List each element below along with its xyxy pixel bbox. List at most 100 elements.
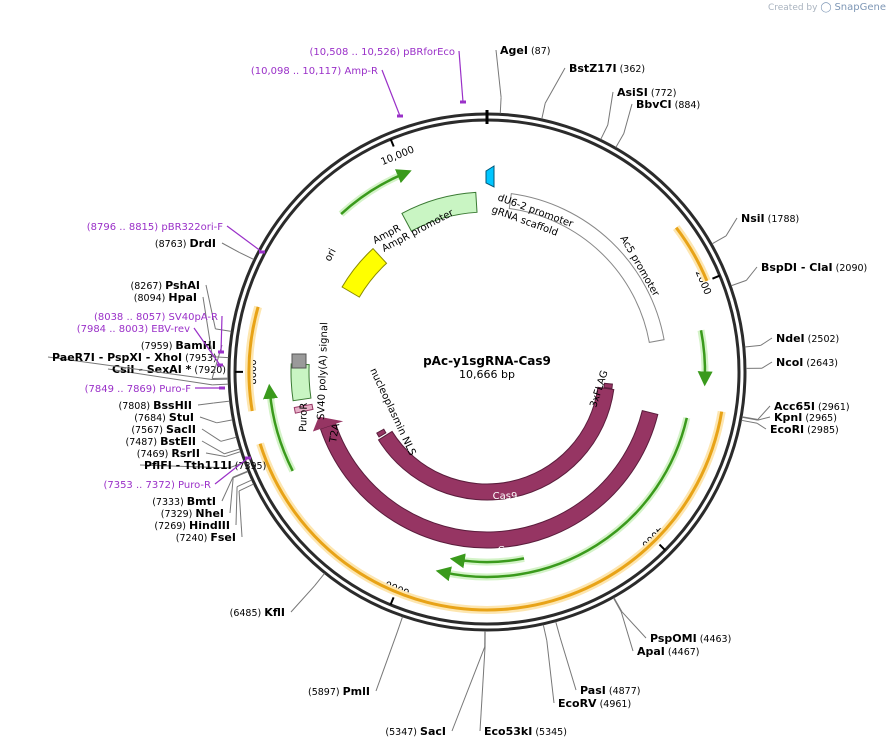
site-leader-line xyxy=(499,97,502,114)
site-name: AsiSI xyxy=(617,86,648,99)
site-position: (6485) xyxy=(230,608,265,619)
restriction-site-label[interactable]: PspOMI (4463) xyxy=(650,632,731,645)
restriction-site-label[interactable]: PasI (4877) xyxy=(580,684,640,697)
cas9-outer-arrow[interactable] xyxy=(319,409,659,549)
restriction-site-label[interactable]: (7329) NheI xyxy=(161,507,224,520)
restriction-site-label[interactable]: (7487) BstEII xyxy=(126,435,197,448)
primer-label[interactable]: (7353 .. 7372) Puro-R xyxy=(103,480,211,491)
site-name: HindIII xyxy=(189,519,230,532)
primer-range: (10,098 .. 10,117) xyxy=(251,66,345,77)
restriction-site-label[interactable]: (7684) StuI xyxy=(134,411,194,424)
primer-label[interactable]: (7849 .. 7869) Puro-F xyxy=(85,384,192,395)
site-name: PspOMI xyxy=(650,632,697,645)
nls-tag[interactable] xyxy=(376,428,387,438)
restriction-site-label[interactable]: Acc65I (2961) xyxy=(774,400,850,413)
restriction-site-label[interactable]: PaeR7I - PspXI - XhoI (7953) xyxy=(52,351,217,364)
site-leader-line xyxy=(607,91,614,126)
primer-label[interactable]: (7984 .. 8003) EBV-rev xyxy=(77,324,190,335)
site-name: FseI xyxy=(210,531,236,544)
site-leader-line xyxy=(238,490,243,538)
site-position: (2090) xyxy=(833,263,868,274)
restriction-site-label[interactable]: (8094) HpaI xyxy=(134,291,197,304)
restriction-site-label[interactable]: (7567) SacII xyxy=(131,423,196,436)
primer-label[interactable]: (8038 .. 8057) SV40pA-R xyxy=(94,312,218,323)
primer-leader xyxy=(193,327,221,366)
restriction-site-label[interactable]: (8267) PshAI xyxy=(131,279,200,292)
restriction-site-label[interactable]: (7959) BamHI xyxy=(141,339,216,352)
restriction-site-label[interactable]: (8763) DrdI xyxy=(155,237,216,250)
site-position: (7329) xyxy=(161,509,196,520)
restriction-site-label[interactable]: (7469) RsrII xyxy=(137,447,200,460)
site-leader-line xyxy=(290,585,315,613)
restriction-site-label[interactable]: NdeI (2502) xyxy=(776,332,839,345)
du6-promoter-arrow[interactable] xyxy=(485,165,495,188)
site-position: (7959) xyxy=(141,341,176,352)
site-position: (7333) xyxy=(152,497,187,508)
primer-name: Puro-R xyxy=(178,480,211,491)
site-name: BstZ17I xyxy=(569,62,617,75)
site-position: (7487) xyxy=(126,437,161,448)
restriction-site-label[interactable]: BspDI - ClaI (2090) xyxy=(761,261,867,274)
restriction-site-label[interactable]: (6485) KflI xyxy=(230,606,285,619)
orf-arc xyxy=(449,553,525,569)
site-position: (5347) xyxy=(385,727,420,738)
feature-label-t2a: T2A xyxy=(328,422,342,444)
restriction-site-label[interactable]: ApaI (4467) xyxy=(637,645,700,658)
restriction-site-label[interactable]: AgeI (87) xyxy=(500,44,550,57)
site-name: EcoRI xyxy=(770,423,804,436)
ori-arrow[interactable] xyxy=(341,247,388,298)
primer-label[interactable]: (8796 .. 8815) pBR322ori-F xyxy=(87,222,223,233)
restriction-site-label[interactable]: (7240) FseI xyxy=(176,531,236,544)
restriction-site-label[interactable]: BstZ17I (362) xyxy=(569,62,645,75)
site-leader-line xyxy=(761,361,773,369)
primer-leader xyxy=(458,50,464,103)
tick-mark xyxy=(712,274,721,280)
site-name: NsiI xyxy=(741,212,765,225)
restriction-site-label[interactable]: NsiI (1788) xyxy=(741,212,799,225)
restriction-site-label[interactable]: (5347) SacI xyxy=(385,725,446,738)
restriction-site-label[interactable]: EcoRV (4961) xyxy=(558,697,631,710)
primer-name: SV40pA-R xyxy=(169,312,218,323)
restriction-site-label[interactable]: EcoRI (2985) xyxy=(770,423,839,436)
site-position: (8763) xyxy=(155,239,190,250)
site-leader-line xyxy=(375,631,398,692)
sv40-polya-box[interactable] xyxy=(291,353,307,369)
primer-label[interactable]: (10,508 .. 10,526) pBRforEco xyxy=(309,47,455,58)
feature-label-puror: PuroR xyxy=(298,403,310,433)
flag-tag[interactable] xyxy=(603,382,613,390)
restriction-site-label[interactable]: (5897) PmlI xyxy=(308,685,370,698)
restriction-site-label[interactable]: PflFI - Tth111I (7395) xyxy=(144,459,266,472)
restriction-site-label[interactable]: KpnI (2965) xyxy=(774,411,837,424)
site-position: (362) xyxy=(617,64,646,75)
site-leader-line xyxy=(613,597,623,612)
restriction-site-label[interactable]: Eco53kI (5345) xyxy=(484,725,567,738)
site-leader-line xyxy=(201,428,222,442)
site-position: (5345) xyxy=(532,727,567,738)
site-name: BstEII xyxy=(160,435,196,448)
site-leader-line xyxy=(202,296,213,357)
site-position: (7920) xyxy=(191,365,226,376)
site-name: SacI xyxy=(420,725,446,738)
site-leader-line xyxy=(215,328,232,332)
puror-arrow[interactable] xyxy=(290,363,312,402)
restriction-site-label[interactable]: (7808) BssHII xyxy=(119,399,192,412)
site-leader-line xyxy=(47,356,213,381)
restriction-site-label[interactable]: (7333) BmtI xyxy=(152,495,216,508)
cas9-inner-arrow[interactable] xyxy=(377,386,615,501)
restriction-site-label[interactable]: AsiSI (772) xyxy=(617,86,676,99)
site-name: NcoI xyxy=(776,356,803,369)
t2a-tag[interactable] xyxy=(293,403,314,414)
site-name: AgeI xyxy=(500,44,528,57)
primer-label[interactable]: (10,098 .. 10,117) Amp-R xyxy=(251,66,378,77)
ampr-arrow[interactable] xyxy=(401,191,478,232)
site-leader-line xyxy=(199,416,217,424)
restriction-site-label[interactable]: NcoI (2643) xyxy=(776,356,838,369)
ac5-promoter-arrow[interactable] xyxy=(508,193,665,343)
site-leader-line xyxy=(615,133,625,148)
restriction-site-label[interactable]: BbvCI (884) xyxy=(636,98,700,111)
site-leader-line xyxy=(236,479,252,488)
restriction-site-label[interactable]: (7269) HindIII xyxy=(154,519,230,532)
site-leader-line xyxy=(224,448,240,455)
site-leader-line xyxy=(139,464,230,469)
